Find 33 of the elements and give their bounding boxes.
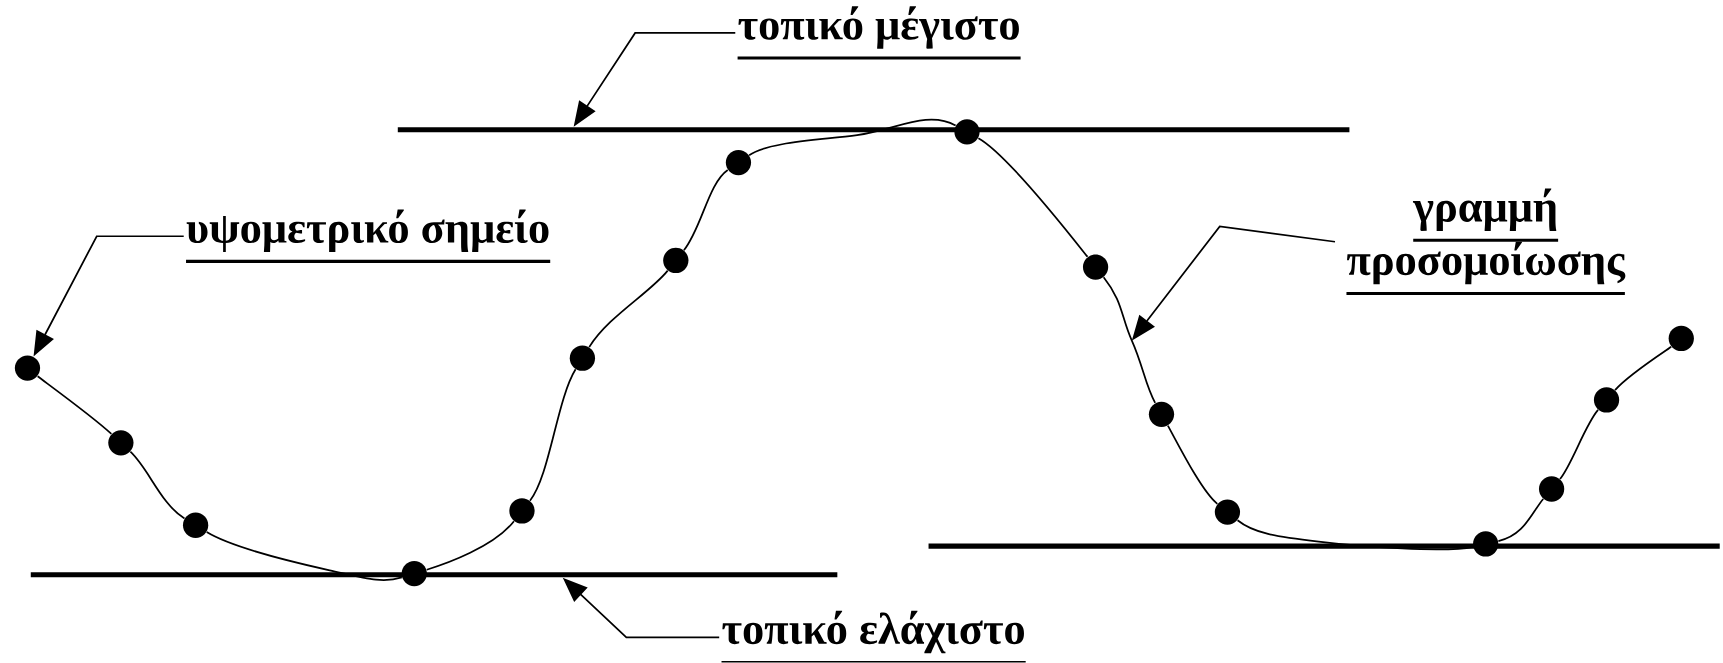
curve-segment [1236,519,1474,551]
point-dot [1538,476,1565,502]
point-dot [663,247,689,274]
curve-segment [36,375,113,435]
label-text: τοπικό ελάχιστο [721,610,1026,663]
point-dot [1214,499,1241,525]
point-dot [1082,254,1109,280]
curve-segment [529,368,577,502]
point-dot [182,512,209,539]
label-text: τοπικό μέγιστο [737,6,1021,60]
label-text: γραμμή προσομοίωσης [1346,188,1626,296]
point-dot [1668,326,1694,352]
point-dot [14,355,41,381]
point-dot [1593,387,1620,413]
label-text: υψομετρικό σημείο [186,209,551,264]
point-dot [1148,401,1175,428]
point-dot [108,430,134,456]
curve-segment [1497,498,1545,543]
point-dot [725,150,752,176]
curve-segment [1559,409,1599,481]
curve-segment [1614,346,1673,392]
curve-segment [683,169,729,252]
point-dot [954,119,980,145]
point-dot [569,345,596,372]
curve-segment [977,137,1089,258]
curve-segment [129,451,186,520]
curve-segment [1167,424,1219,505]
curve-segment [1102,276,1157,404]
curve-segment [205,531,403,582]
curve-segment [425,520,515,571]
curve-segment [748,119,957,157]
curve-segment [588,269,669,349]
point-dot [509,498,535,524]
